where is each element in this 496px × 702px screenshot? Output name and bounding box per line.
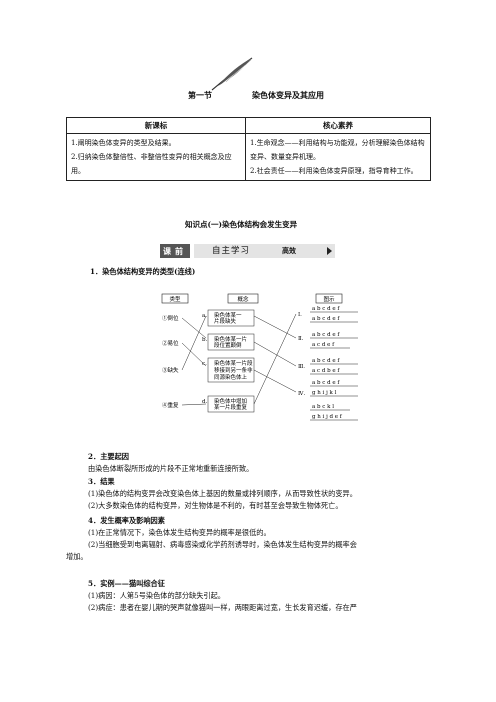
section-title: 染色体变异及其应用 — [252, 90, 324, 100]
section-number: 第一节 — [188, 90, 212, 100]
concept-line: 移接到另一条非 — [214, 366, 253, 374]
type-label: ①倒位 — [162, 314, 179, 322]
section-title: 5．实例——猫叫综合征 — [88, 579, 165, 588]
header-box-concept — [227, 293, 259, 304]
chromosome-label: a c d e f — [312, 342, 335, 348]
concept-letter: b. — [202, 337, 208, 343]
concept-line: 片段缺失 — [214, 317, 237, 325]
section1-title: 1．染色体结构变异的类型(连线) — [90, 267, 196, 276]
chromosome-label: a b c d e f — [312, 332, 340, 338]
section-title: 2．主要起因 — [88, 452, 129, 461]
col1-line: 1.阐明染色体变异的类型及结果。 — [71, 139, 176, 147]
figure-numeral: Ⅱ. — [298, 336, 304, 342]
banner-left-label: 课前 — [160, 244, 190, 258]
chromosome-label: a b c d e f — [312, 316, 340, 322]
section-title: 3．结果 — [88, 477, 115, 486]
concept-letter: a. — [202, 313, 207, 319]
header-box-type — [161, 293, 189, 304]
section-line: (2)病症：患者在婴儿期的哭声就像猫叫一样，两眼距离过宽，生长发育迟缓，存在严 — [88, 603, 357, 612]
chromosome-label: g h i j k l — [312, 390, 337, 396]
diagram-header: 概念 — [237, 295, 249, 303]
col1-line: 2.归纳染色体整倍性、非整倍性变异的相关概念及应用。 — [71, 153, 232, 175]
chromosome-label: g h i j d e f — [312, 414, 343, 420]
section-line: (2)大多数染色体的结构变异，对生物体是不利的，有时甚至会导致生物体死亡。 — [88, 501, 343, 510]
section-4: 4．发生概率及影响因素 (1)在正常情况下，染色体发生结构变异的概率是很低的。 … — [66, 515, 436, 563]
section-title: 4．发生概率及影响因素 — [88, 516, 165, 525]
type-label: ③缺失 — [162, 366, 179, 374]
chromosome-label: a b c d e f — [312, 306, 340, 312]
section-3: 3．结果 (1)染色体的结构变异会改变染色体上基因的数量或排列顺序，从而导致性状… — [66, 476, 436, 512]
section-line: 由染色体断裂所形成的片段不正常地重新连接所致。 — [88, 464, 254, 473]
col1-cell: 1.阐明染色体变异的类型及结果。 2.归纳染色体整倍性、非整倍性变异的相关概念及… — [66, 133, 246, 181]
col2-header: 核心素养 — [245, 117, 431, 134]
col2-cell: 1.生命观念——利用结构与功能观，分析理解染色体结构变异、数量变异机理。 2.社… — [245, 133, 431, 181]
figure-numeral: Ⅰ. — [298, 312, 302, 318]
section-2: 2．主要起因 由染色体断裂所形成的片段不正常地重新连接所致。 — [66, 451, 436, 475]
chromosome-label: a b c k l — [312, 404, 334, 410]
type-label: ④重复 — [162, 401, 179, 409]
feather-logo-icon — [211, 57, 253, 91]
col2-line: 1.生命观念——利用结构与功能观，分析理解染色体结构变异、数量变异机理。 — [250, 139, 425, 161]
concept-line: 同源染色体上 — [214, 373, 248, 381]
standards-table: 新课标 核心素养 1.阐明染色体变异的类型及结果。 2.归纳染色体整倍性、非整倍… — [66, 117, 431, 181]
banner-right-label: 高效 — [282, 247, 296, 255]
chromosome-label: a b c d e f — [312, 358, 340, 364]
concept-letter: c. — [202, 361, 207, 367]
diagram-header: 类型 — [169, 295, 181, 303]
section-line: 增加。 — [66, 552, 88, 561]
concept-line: 染色体某一片段 — [214, 359, 253, 367]
figure-numeral: Ⅳ. — [298, 391, 305, 397]
section-5: 5．实例——猫叫综合征 (1)病因：人第5号染色体的部分缺失引起。 (2)病症：… — [66, 578, 436, 614]
col1-header: 新课标 — [66, 117, 246, 134]
type-label: ②易位 — [162, 339, 179, 347]
banner-bar — [194, 244, 335, 258]
chromosome-label: a c d b e f — [312, 368, 340, 374]
page-header: 第一节 染色体变异及其应用 — [180, 86, 420, 102]
section-line: (2)当细胞受到电离辐射、病毒感染或化学药剂诱导时，染色体发生结构变异的概率会 — [88, 540, 357, 549]
col2-line: 2.社会责任——利用染色体变异原理，指导育种工作。 — [250, 167, 418, 175]
concept-line: 染色体某一 — [214, 311, 242, 319]
concept-line: 某一片段重复 — [214, 403, 248, 411]
matching-diagram: 类型 概念 图示 ①倒位 ②易位 ③缺失 ④重复 a. 染色体某一 片段缺失 b… — [161, 293, 358, 421]
banner-middle-label: 自主学习 — [212, 246, 251, 256]
concept-line: 段位置颠倒 — [214, 341, 242, 349]
section-line: (1)染色体的结构变异会改变染色体上基因的数量或排列顺序，从而导致性状的变异。 — [88, 489, 357, 498]
section-banner: 课前 自主学习 高效 — [160, 244, 335, 258]
section-line: (1)病因：人第5号染色体的部分缺失引起。 — [88, 591, 225, 600]
figure-numeral: Ⅲ. — [298, 364, 305, 370]
arrow-right-icon — [327, 247, 332, 255]
section-line: (1)在正常情况下，染色体发生结构变异的概率是很低的。 — [88, 528, 271, 537]
diagram-header: 图示 — [323, 295, 335, 303]
knowledge-point-title: 知识点(一)染色体结构会发生变异 — [185, 220, 298, 229]
header-box-figure — [315, 293, 343, 304]
chromosome-label: a b c d e f — [312, 380, 340, 386]
concept-line: 染色体某一片 — [214, 335, 247, 343]
concept-letter: d. — [202, 399, 208, 405]
concept-line: 染色体中增加 — [214, 397, 247, 405]
